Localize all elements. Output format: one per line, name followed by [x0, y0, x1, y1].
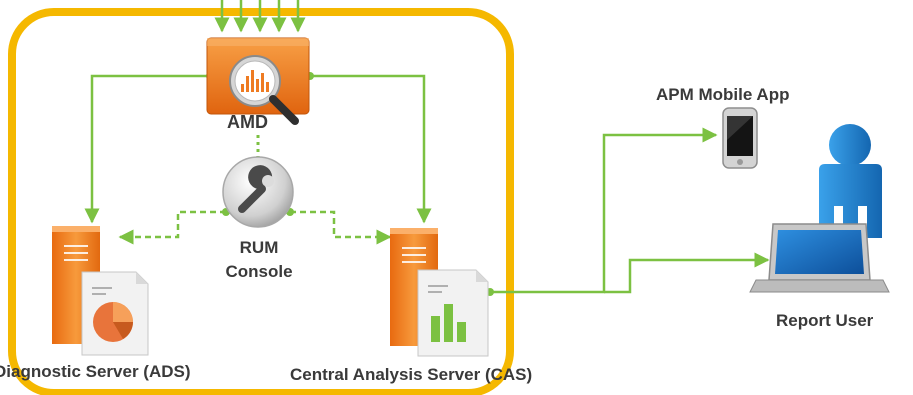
ads-label: ced Diagnostic Server (ADS): [0, 362, 191, 381]
cas-output-connectors: [490, 127, 770, 294]
amd-label: AMD: [227, 112, 268, 132]
server-pie-chart-icon: [52, 226, 149, 356]
smartphone-icon: [722, 107, 758, 169]
rum-console-label: RUM Console: [220, 236, 298, 284]
rum-connectors: [118, 210, 392, 245]
server-bar-chart-icon: [390, 228, 489, 357]
rum-console-label-line1: RUM: [239, 238, 279, 257]
user-laptop-icon: [749, 124, 890, 293]
amd-icon: [206, 37, 310, 125]
apm-mobile-app-label: APM Mobile App: [656, 85, 790, 104]
incoming-traffic-arrows: [214, 0, 306, 33]
wrench-icon: [222, 156, 294, 228]
rum-console-label-line2: Console: [225, 262, 293, 281]
amd-connectors: [84, 74, 432, 224]
report-user-label: Report User: [776, 311, 874, 330]
cas-label: Central Analysis Server (CAS): [290, 365, 533, 384]
